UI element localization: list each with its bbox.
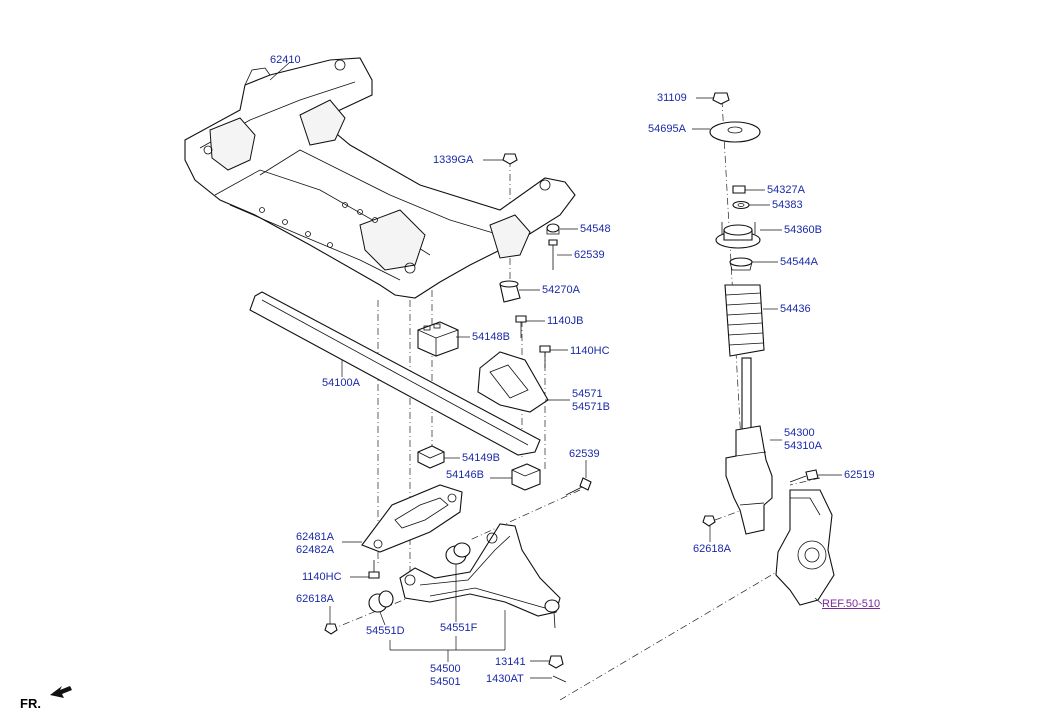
- front-direction-arrow-icon: [50, 686, 72, 698]
- strut-assembly: [709, 92, 773, 535]
- label-54695A[interactable]: 54695A: [648, 123, 686, 135]
- label-62482A[interactable]: 62482A: [296, 544, 334, 556]
- label-54360B[interactable]: 54360B: [784, 224, 822, 236]
- label-1339GA[interactable]: 1339GA: [433, 154, 474, 166]
- label-1140JB[interactable]: 1140JB: [547, 315, 584, 327]
- label-54300[interactable]: 54300: [784, 427, 815, 439]
- label-54500[interactable]: 54500: [430, 663, 461, 675]
- bushing-54551D: [368, 590, 394, 613]
- label-54146B[interactable]: 54146B: [446, 469, 484, 481]
- label-62481A[interactable]: 62481A: [296, 531, 334, 543]
- label-62539-b[interactable]: 62539: [569, 448, 600, 460]
- label-31109[interactable]: 31109: [657, 92, 687, 104]
- label-1430AT[interactable]: 1430AT: [486, 673, 524, 685]
- lower-arm-54500: [399, 523, 561, 629]
- label-54501[interactable]: 54501: [430, 676, 461, 688]
- plate-54571: [477, 351, 549, 413]
- label-54327A[interactable]: 54327A: [767, 184, 805, 196]
- bracket-54148B: [417, 321, 459, 357]
- label-54270A[interactable]: 54270A: [542, 284, 580, 296]
- label-54544A[interactable]: 54544A: [780, 256, 818, 268]
- label-1140HC-b[interactable]: 1140HC: [302, 571, 342, 583]
- label-54551D[interactable]: 54551D: [366, 625, 405, 637]
- label-62539-a[interactable]: 62539: [574, 249, 605, 261]
- fasteners: [324, 153, 819, 683]
- bar-54100A: [249, 291, 541, 456]
- label-54310A[interactable]: 54310A: [784, 440, 822, 452]
- label-62618A-a[interactable]: 62618A: [296, 593, 334, 605]
- label-54571[interactable]: 54571: [572, 388, 603, 400]
- mount-54149B: [417, 445, 445, 469]
- label-54149B[interactable]: 54149B: [462, 452, 500, 464]
- reference-link-50-510[interactable]: REF.50-510: [822, 598, 881, 610]
- label-62410[interactable]: 62410: [270, 54, 301, 66]
- subframe-62410: [184, 57, 576, 299]
- mount-54146B: [511, 463, 541, 491]
- label-1140HC-a[interactable]: 1140HC: [570, 345, 610, 357]
- label-54548[interactable]: 54548: [580, 223, 611, 235]
- knuckle: [775, 489, 835, 606]
- label-54571B[interactable]: 54571B: [572, 401, 610, 413]
- label-62618A-b[interactable]: 62618A: [693, 543, 731, 555]
- label-62519[interactable]: 62519: [844, 469, 875, 481]
- label-54436[interactable]: 54436: [780, 303, 811, 315]
- bushing-54551F: [445, 542, 471, 565]
- label-54551F[interactable]: 54551F: [440, 622, 478, 634]
- label-54383[interactable]: 54383: [772, 199, 803, 211]
- leader-lines: [269, 61, 842, 679]
- label-13141[interactable]: 13141: [495, 656, 526, 668]
- front-direction-label: FR.: [20, 696, 41, 711]
- bracket-62481A: [361, 484, 463, 553]
- label-54148B[interactable]: 54148B: [472, 331, 510, 343]
- label-54100A[interactable]: 54100A: [322, 377, 360, 389]
